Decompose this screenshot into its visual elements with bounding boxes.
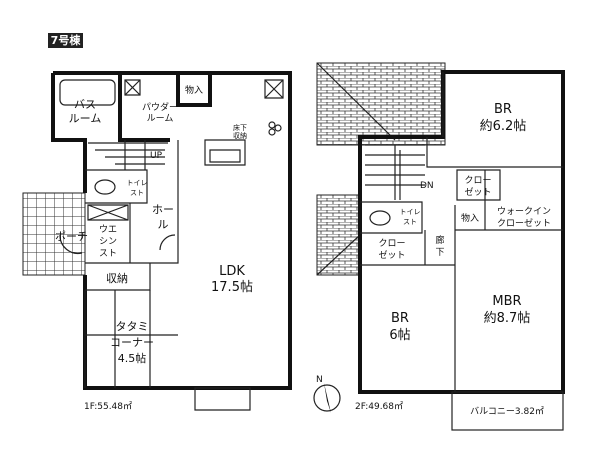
label-br2: BR: [391, 311, 409, 326]
label-shoe-closet: ウエ: [99, 224, 117, 235]
walls-inner: [85, 140, 179, 291]
label-powder-2: ルーム: [147, 113, 174, 124]
label-ldk: LDK: [219, 264, 245, 279]
label-closet1-2: ゼット: [464, 186, 491, 198]
compass-icon: N: [313, 375, 341, 413]
shoe-closet-top: [87, 204, 129, 221]
label-tatami-area: 4.5帖: [118, 352, 147, 365]
toilet-1f: [94, 179, 116, 195]
label-br1: BR: [494, 102, 512, 117]
label-hall: ホー: [152, 203, 174, 216]
floor2-area: 2F:49.68㎡: [355, 401, 403, 412]
bathtub: [59, 79, 116, 106]
vents: [124, 79, 284, 99]
label-storage: 収納: [106, 272, 128, 285]
compass-north-label: N: [316, 375, 323, 385]
label-bath: バス: [74, 98, 96, 111]
stairs-2f: [365, 144, 425, 200]
walls-inner-2f: [360, 72, 563, 392]
label-shoe-closet-3: スト: [99, 249, 117, 259]
label-underfloor: 床下: [233, 123, 247, 132]
label-wic-2: クローゼット: [497, 217, 551, 229]
label-porch: ポーチ: [55, 230, 88, 243]
roof-lower: [316, 194, 361, 276]
label-tatami-2: コーナー: [110, 336, 154, 349]
label-ldk-area: 17.5帖: [211, 280, 253, 295]
kitchen-counter: [204, 139, 246, 166]
label-corridor: 廊: [435, 234, 444, 246]
label-closet1: クロー: [464, 175, 491, 186]
roof-upper: [316, 62, 446, 146]
bay-window: [194, 387, 251, 411]
floor1-area: 1F:55.48㎡: [84, 401, 132, 412]
label-br1-area: 約6.2帖: [480, 119, 527, 134]
label-mbr-area: 約8.7帖: [484, 311, 531, 326]
label-wic: ウォークイン: [497, 206, 551, 217]
tatami-lines: [84, 290, 178, 388]
label-shoe-closet-2: シン: [99, 237, 117, 247]
label-closet2-2: ゼット: [378, 249, 405, 261]
label-storage-2f: 物入: [461, 212, 479, 224]
label-down: DN: [420, 181, 434, 191]
label-toilet-1f: トイレ: [127, 179, 148, 187]
label-up: UP: [150, 151, 163, 161]
label-br2-area: 6帖: [389, 328, 410, 343]
label-tatami: タタミ: [116, 320, 149, 333]
label-balcony: バルコニー3.82㎡: [470, 406, 544, 417]
label-mbr: MBR: [492, 294, 521, 309]
label-storage-small: 物入: [185, 84, 203, 96]
floor-1: バス ルーム パウダー ルーム 物入 床下 収納 UP トイレ スト ホー ル …: [22, 71, 292, 412]
wall-bath: [118, 73, 212, 142]
label-hall-2: ル: [158, 218, 169, 231]
balcony: [451, 391, 564, 431]
label-closet2: クロー: [378, 238, 405, 249]
label-toilet-1f-2: スト: [130, 189, 144, 197]
floor-2: BR 約6.2帖 クロー ゼット DN 物入 ウォークイン クローゼット トイレ…: [313, 62, 565, 431]
label-bath-2: ルーム: [69, 112, 102, 125]
label-corridor-2: 下: [435, 248, 444, 258]
porch-tiles: [22, 192, 86, 276]
building-label: 7号棟: [48, 33, 83, 48]
label-toilet-2f: トイレ: [400, 208, 421, 216]
label-toilet-2f-2: スト: [403, 218, 417, 226]
label-underfloor-2: 収納: [233, 131, 247, 140]
door-swings: [59, 234, 176, 255]
label-powder: パウダー: [142, 101, 178, 113]
toilet-2f: [369, 210, 391, 226]
stairs-1f: [88, 140, 168, 170]
